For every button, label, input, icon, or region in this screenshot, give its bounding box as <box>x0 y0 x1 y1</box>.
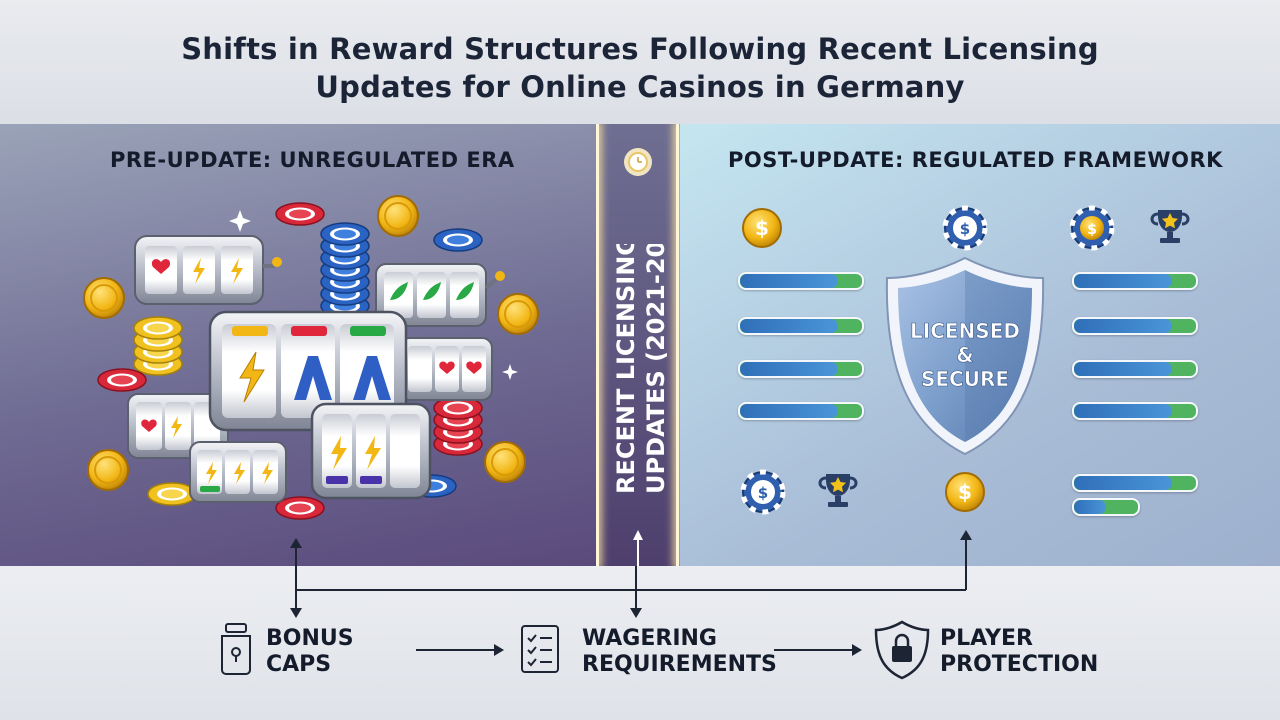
progress-bar <box>1072 317 1198 335</box>
flow-item-line-2: PROTECTION <box>940 652 1099 677</box>
progress-bar <box>1072 360 1198 378</box>
divider-label: RECENT LICENSING UPDATES (2021-2023) <box>612 244 670 494</box>
progress-bar-fill <box>1074 362 1172 376</box>
flow-item-line-1: BONUS <box>266 626 354 651</box>
progress-bar-fill <box>1074 274 1172 288</box>
gold-coin <box>484 441 526 483</box>
licensed-secure-shield: LICENSED & SECURE <box>885 256 1045 456</box>
post-update-panel: $ $ $ <box>680 124 1280 566</box>
progress-bar-fill <box>740 319 838 333</box>
blue-chip-stack <box>320 222 370 318</box>
flow-item-line-2: CAPS <box>266 652 332 677</box>
flow-item-player-protection: PLAYER PROTECTION <box>940 626 1098 678</box>
sparkle-icon <box>229 210 251 232</box>
title-line-1: Shifts in Reward Structures Following Re… <box>181 32 1099 66</box>
progress-bar <box>1072 402 1198 420</box>
progress-bar <box>1072 474 1198 492</box>
red-chip-stack <box>433 396 483 456</box>
slot-machine <box>310 402 432 500</box>
slot-machine <box>399 337 493 401</box>
checklist-icon <box>521 625 559 673</box>
shield-text-line-2: & <box>956 343 973 367</box>
trophy-icon <box>818 472 858 509</box>
progress-bar-fill <box>740 404 838 418</box>
slot-machine <box>375 263 505 327</box>
progress-bar <box>1072 498 1140 516</box>
progress-bar <box>738 360 864 378</box>
progress-bar-fill <box>1074 476 1172 490</box>
yellow-chip <box>147 482 197 506</box>
gold-coin <box>497 293 539 335</box>
divider-line-2: UPDATES (2021-2023) <box>642 244 670 494</box>
progress-bar-fill <box>1074 319 1172 333</box>
progress-bar-fill <box>740 362 838 376</box>
progress-bar <box>738 272 864 290</box>
licensing-update-divider: RECENT LICENSING UPDATES (2021-2023) <box>596 124 680 566</box>
sparkle-icon <box>502 364 518 380</box>
progress-bar <box>1072 272 1198 290</box>
slot-machine-collage <box>83 195 539 566</box>
regulated-framework-illustration: $ $ $ <box>680 124 1190 566</box>
slot-machine <box>134 235 282 305</box>
jar-icon <box>221 623 251 675</box>
dollar-chip-icon <box>1072 208 1112 248</box>
progress-bar-fill <box>740 274 838 288</box>
title-line-2: Updates for Online Casinos in Germany <box>315 70 965 104</box>
dollar-chip-icon <box>743 472 783 512</box>
flow-item-wagering-requirements: WAGERING REQUIREMENTS <box>582 626 777 678</box>
shield-text-line-1: LICENSED <box>910 319 1020 343</box>
progress-bar-fill <box>1074 500 1106 514</box>
slot-machine <box>189 441 287 503</box>
flow-item-line-1: PLAYER <box>940 626 1033 651</box>
progress-bar <box>738 402 864 420</box>
flow-item-line-1: WAGERING <box>582 626 717 651</box>
dollar-coin-icon <box>742 208 782 248</box>
red-chip <box>97 368 147 392</box>
dollar-coin-icon <box>945 472 985 512</box>
progress-bar <box>738 317 864 335</box>
flow-connectors <box>221 566 967 680</box>
dollar-chip-icon <box>945 208 985 248</box>
pre-update-heading: PRE-UPDATE: UNREGULATED ERA <box>110 148 515 172</box>
red-chip <box>275 202 325 226</box>
divider-line-right <box>676 124 679 566</box>
yellow-chip-stack <box>133 316 183 376</box>
progress-bar-fill <box>1074 404 1172 418</box>
header: Shifts in Reward Structures Following Re… <box>0 0 1280 124</box>
reward-structure-flow <box>0 566 1280 720</box>
page-title: Shifts in Reward Structures Following Re… <box>60 30 1220 106</box>
post-update-heading: POST-UPDATE: REGULATED FRAMEWORK <box>728 148 1223 172</box>
lock-shield-icon <box>874 620 930 680</box>
gold-coin <box>87 449 129 491</box>
divider-line-left <box>596 124 599 566</box>
gold-coin <box>377 195 419 237</box>
shield-text-line-3: SECURE <box>921 367 1009 391</box>
pre-update-panel <box>0 124 596 566</box>
flow-item-line-2: REQUIREMENTS <box>582 652 777 677</box>
trophy-icon <box>1150 208 1190 245</box>
blue-chip <box>433 228 483 252</box>
slot-machine-large <box>208 310 408 432</box>
flow-item-bonus-caps: BONUS CAPS <box>266 626 354 678</box>
divider-line-1: RECENT LICENSING <box>612 244 640 494</box>
divider-decor <box>624 148 652 566</box>
gold-coin <box>83 277 125 319</box>
